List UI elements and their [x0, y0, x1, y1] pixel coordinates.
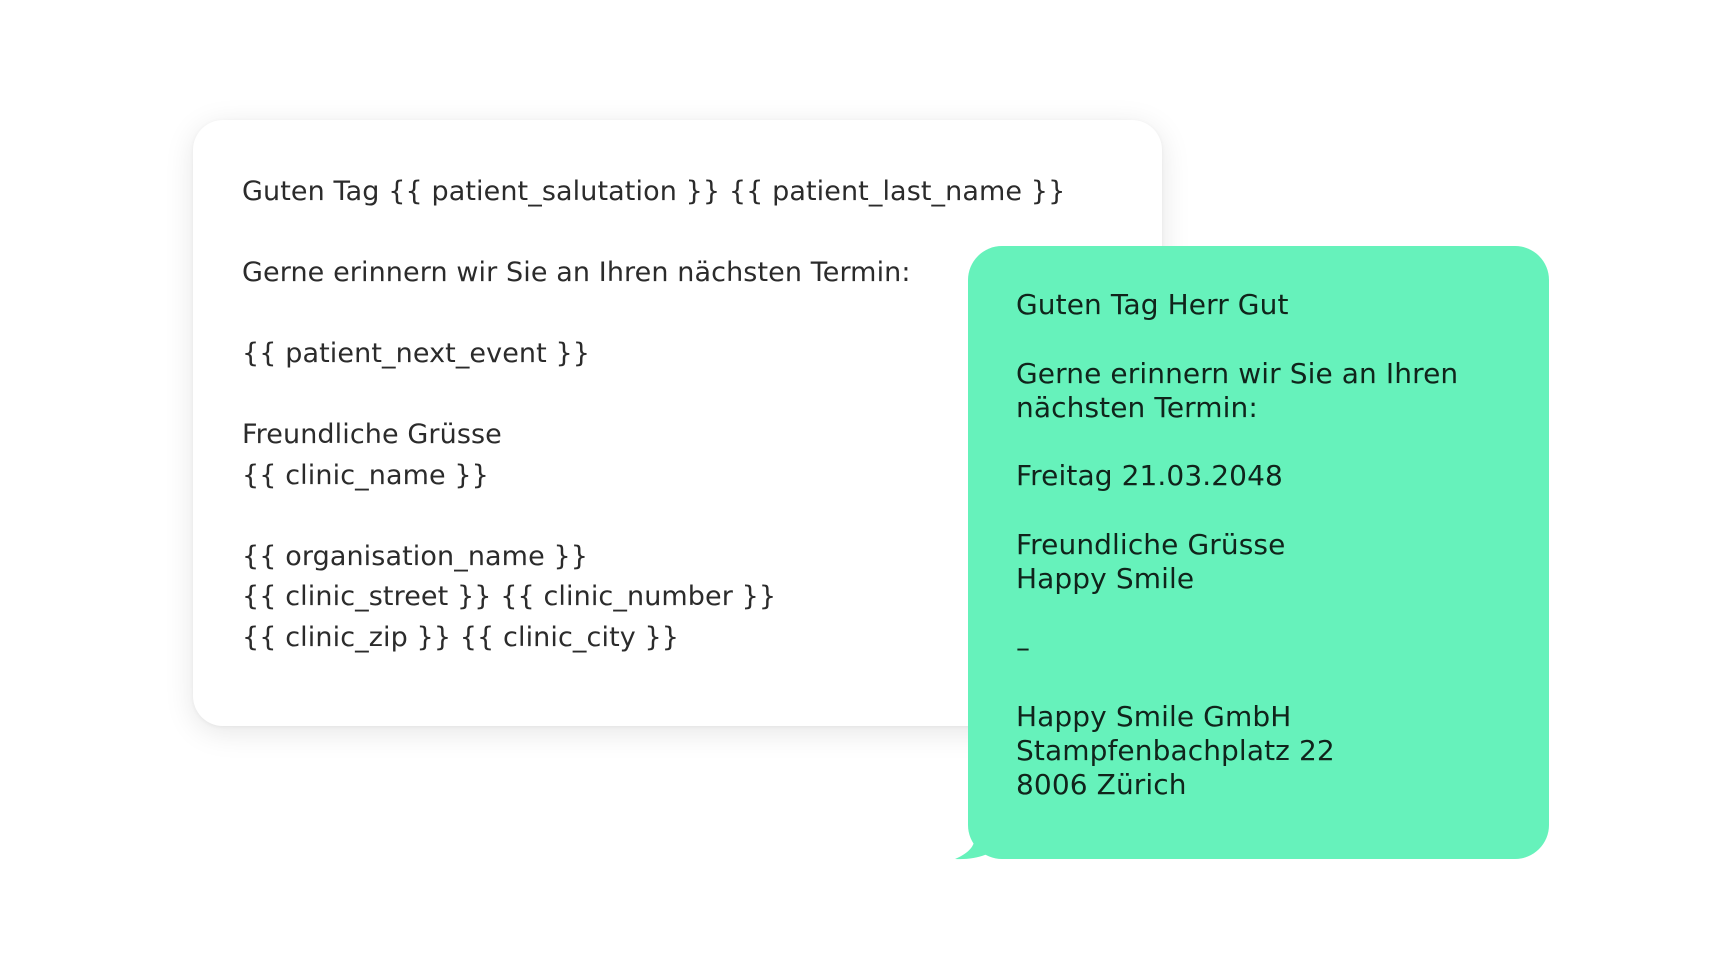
template-city-line: {{ clinic_zip }} {{ clinic_city }}	[242, 621, 680, 653]
preview-organisation-line: Happy Smile GmbH	[1016, 699, 1292, 733]
preview-separator: –	[1016, 630, 1031, 664]
preview-reminder-line-2: nächsten Termin:	[1016, 390, 1258, 424]
template-event-line: {{ patient_next_event }}	[242, 338, 591, 369]
preview-city-line: 8006 Zürich	[1016, 768, 1187, 802]
template-street-line: {{ clinic_street }} {{ clinic_number }}	[242, 581, 777, 612]
template-reminder-line: Gerne erinnern wir Sie an Ihren nächsten…	[242, 257, 911, 288]
preview-street-line: Stampfenbachplatz 22	[1016, 733, 1335, 767]
sms-preview-bubble: Guten Tag Herr Gut Gerne erinnern wir Si…	[968, 246, 1549, 859]
template-body: Guten Tag {{ patient_salutation }} {{ pa…	[242, 172, 1065, 658]
template-organisation-line: {{ organisation_name }}	[242, 540, 589, 572]
preview-closing-line: Freundliche Grüsse	[1016, 528, 1286, 562]
template-clinic-name-line: {{ clinic_name }}	[242, 459, 489, 491]
preview-salutation-line: Guten Tag Herr Gut	[1016, 288, 1289, 321]
preview-reminder-line-1: Gerne erinnern wir Sie an Ihren	[1016, 356, 1459, 390]
preview-clinic-name-line: Happy Smile	[1016, 562, 1195, 596]
sms-preview-body: Guten Tag Herr Gut Gerne erinnern wir Si…	[1016, 288, 1458, 802]
preview-event-line: Freitag 21.03.2048	[1016, 459, 1283, 493]
template-closing-line: Freundliche Grüsse	[242, 419, 502, 450]
template-salutation-line: Guten Tag {{ patient_salutation }} {{ pa…	[242, 176, 1066, 207]
